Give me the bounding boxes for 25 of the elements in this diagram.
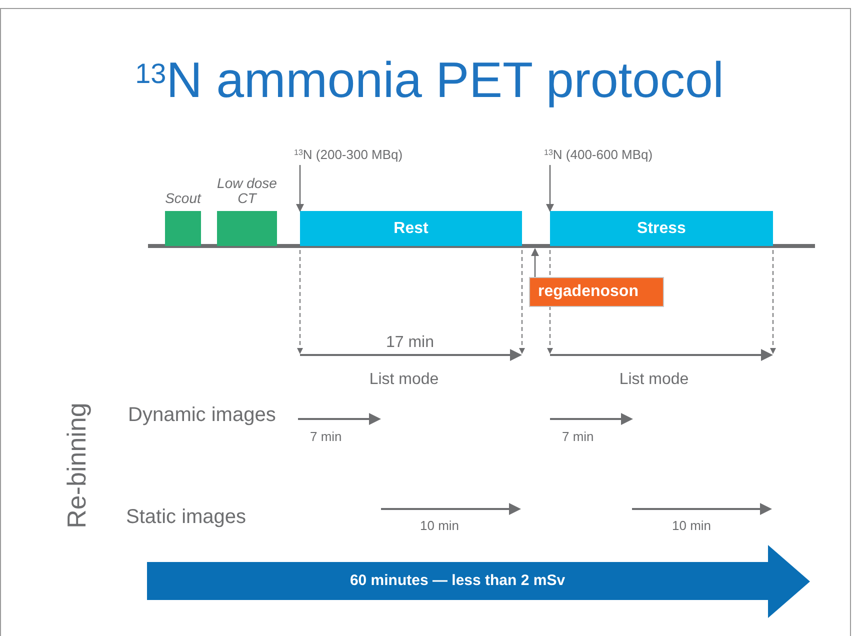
timing-label: 10 min (672, 517, 712, 535)
arrow (296, 165, 304, 212)
title: $^{13}$N ammonia PET protocol (134, 51, 725, 110)
timing-label: Static images (126, 505, 248, 530)
timing-label: 7 min (562, 428, 595, 446)
scan-label: Scout (165, 191, 201, 206)
phase-label: Rest (394, 218, 428, 238)
timing-label: 17 min (384, 333, 436, 353)
row-group-label: Re-binning (60, 402, 92, 528)
timing-label: List mode (618, 370, 690, 390)
scan-label: Low dose CT (216, 176, 278, 206)
drug-box (529, 277, 664, 307)
dose-label: $^{13}$N (200-300 MBq) (294, 147, 403, 162)
timing-label: 7 min (310, 428, 343, 446)
total-label: 60 minutes — less than 2 mSv (350, 571, 566, 592)
phase-label: Stress (637, 218, 686, 238)
drug-label: regadenoson (538, 282, 638, 302)
phase-block (300, 211, 522, 246)
dose-label: $^{13}$N (400-600 MBq) (544, 147, 653, 162)
timing-label: Dynamic images (128, 403, 277, 428)
phase-block (550, 211, 773, 246)
arrow (531, 248, 539, 277)
arrow (546, 165, 554, 212)
timing-label: 10 min (420, 517, 460, 535)
timing-label: List mode (368, 370, 440, 390)
